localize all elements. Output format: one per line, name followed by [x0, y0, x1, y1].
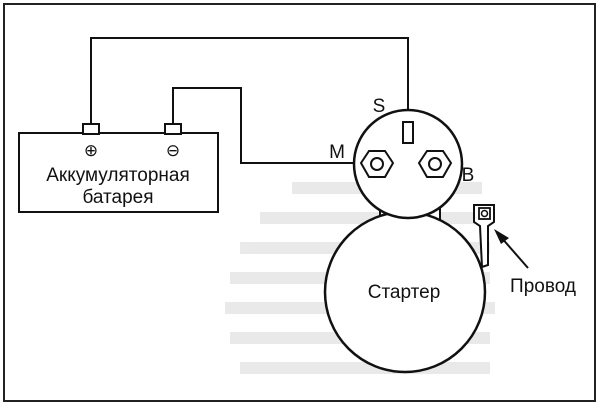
solenoid-terminal-s [402, 121, 414, 144]
solenoid-terminal-m-nut [359, 150, 395, 178]
battery-body [18, 132, 219, 213]
solenoid-body [352, 108, 464, 220]
terminal-m-label: M [329, 142, 345, 163]
plus-symbol: ⊕ [84, 141, 98, 160]
battery-terminal-minus [164, 123, 182, 135]
battery: ⊕ ⊖ Аккумуляторная батарея [18, 123, 219, 213]
starter: Стартер [323, 199, 487, 374]
diagram-frame [3, 3, 596, 402]
battery-terminal-plus [82, 123, 100, 135]
wire-label: Провод [510, 276, 576, 297]
terminal-s-label: S [373, 96, 386, 117]
solenoid: S M B [329, 96, 475, 220]
wires [90, 37, 409, 164]
wire-arrow [494, 229, 529, 269]
battery-label-line1: Аккумуляторная [46, 165, 190, 186]
solenoid-terminal-b-nut [417, 150, 453, 178]
wire-battery-minus-to-m [172, 87, 360, 164]
terminal-b-label: B [462, 165, 475, 186]
wire-terminal-lug [473, 204, 495, 269]
battery-label-line2: батарея [82, 187, 153, 208]
wire-battery-plus-to-s [90, 37, 409, 124]
minus-symbol: ⊖ [166, 141, 180, 160]
starter-label: Стартер [368, 282, 441, 303]
